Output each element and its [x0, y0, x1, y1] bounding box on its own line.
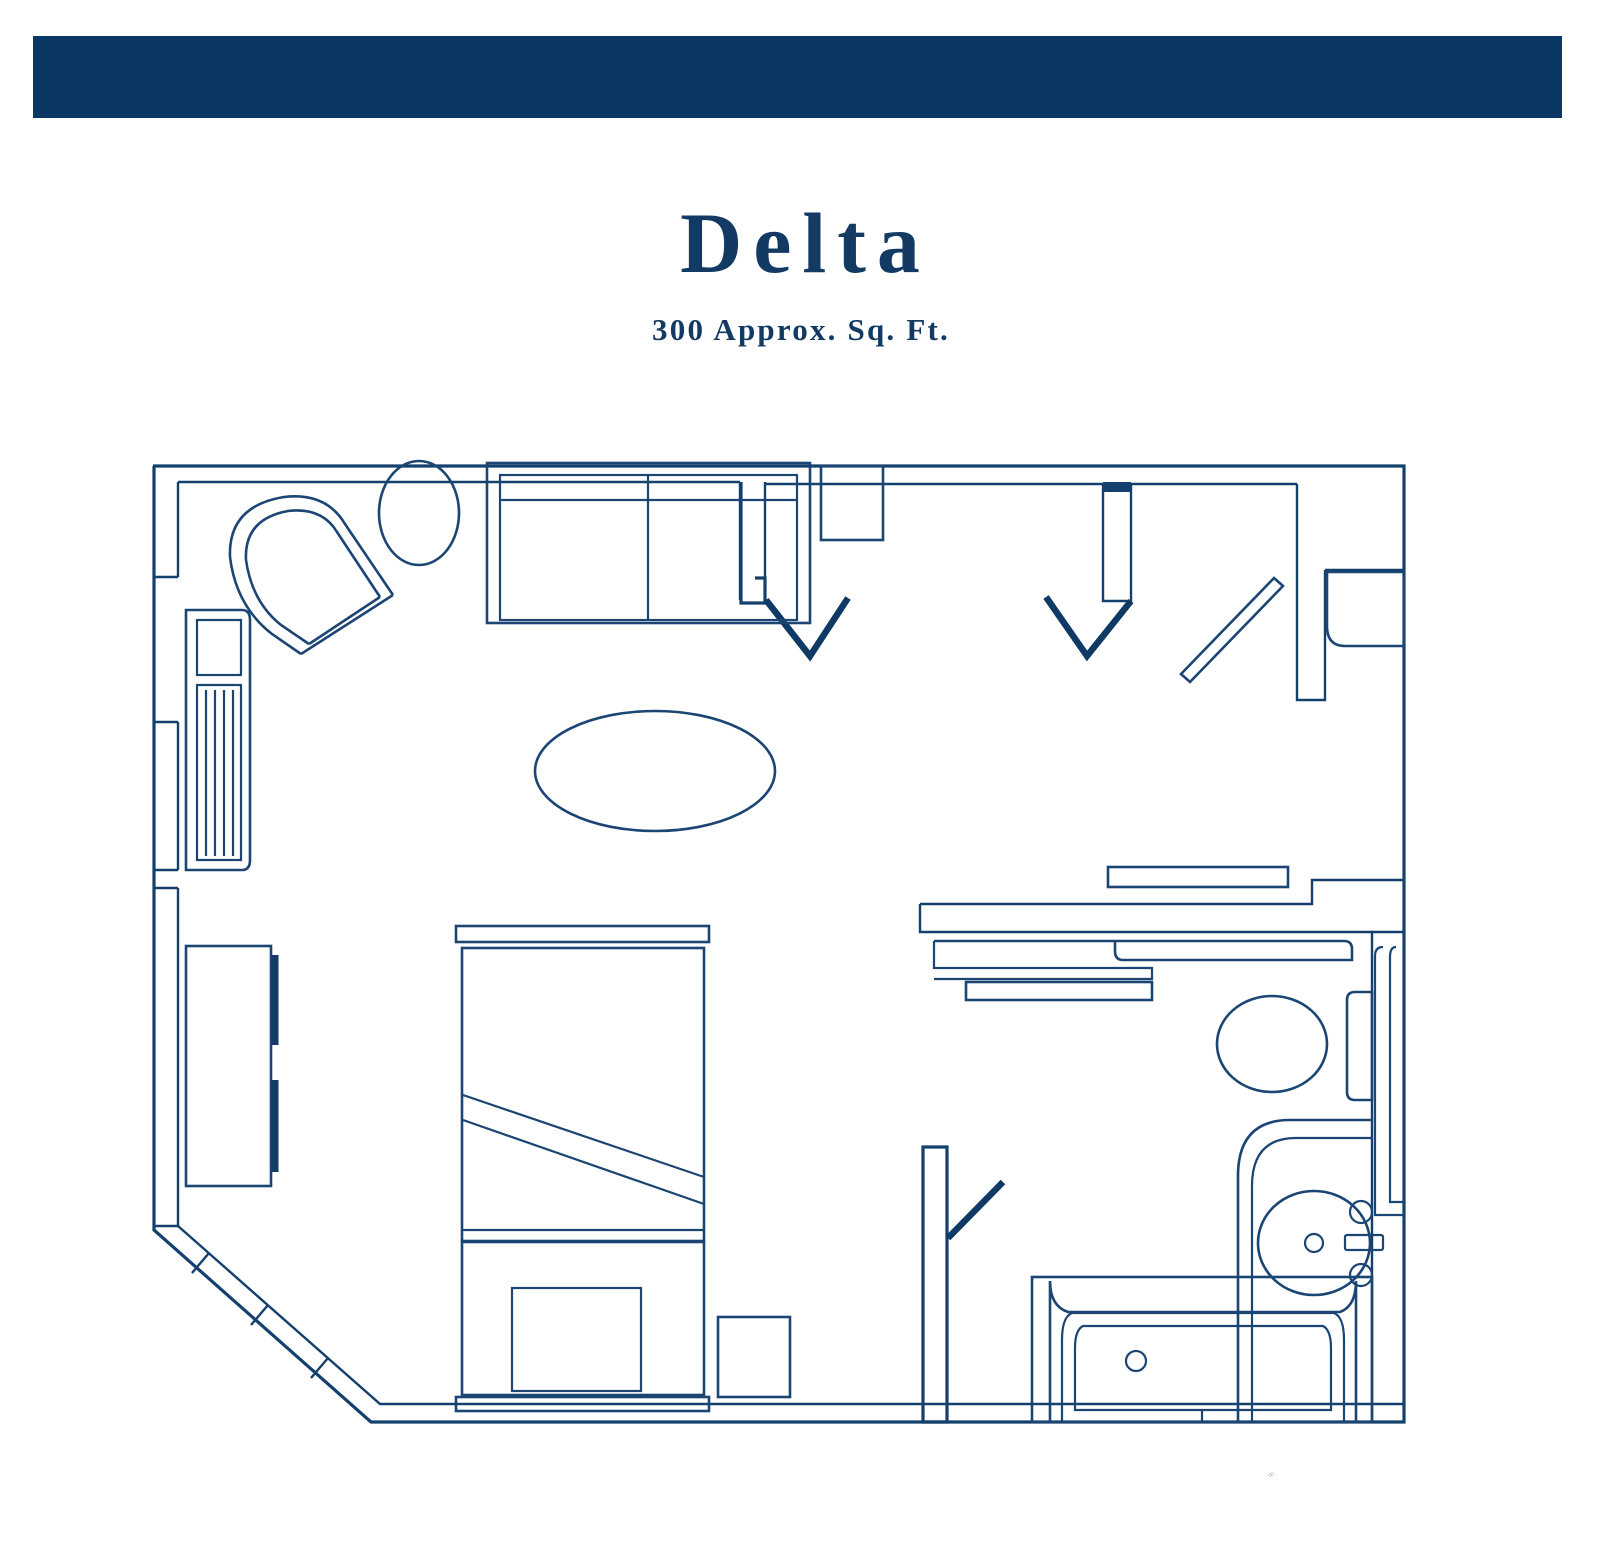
floorplan-container [0, 420, 1600, 1500]
page-subtitle: 300 Approx. Sq. Ft. [652, 312, 950, 347]
fan-coil-grille [195, 683, 243, 862]
faucet-knob-top [1348, 1199, 1374, 1225]
title-block: Delta 300 Approx. Sq. Ft. [0, 200, 1600, 348]
armchair-seat-right-inner [308, 595, 381, 646]
bathtub-surround [1030, 1275, 1374, 1424]
vanity-counter-edge [932, 941, 1154, 981]
toilet-seat [1215, 994, 1329, 1094]
bathtub-outer [1048, 1280, 1358, 1424]
bed-bench [510, 1286, 643, 1393]
bed-sheet-fold-upper [462, 1093, 705, 1179]
faucet-spout [1343, 1233, 1385, 1252]
armchair-seat-right [300, 593, 394, 656]
armchair-seat-left-inner [244, 559, 310, 646]
top-banner [33, 36, 1562, 118]
nightstand [716, 1315, 792, 1399]
towel-shelf [1106, 865, 1290, 889]
bathtub-basin [1060, 1311, 1346, 1424]
floorplan-drawing [152, 459, 1406, 1477]
wall-bathroom-partition [921, 1145, 949, 1424]
luggage-bench [1325, 570, 1406, 648]
bathtub-basin-inner [1073, 1324, 1333, 1412]
closet-bifold-door-left[interactable] [763, 596, 851, 662]
window-diagonal-c [310, 1357, 329, 1379]
wall-closet-jamb-mid [1101, 484, 1133, 603]
vanity-side-return-inner [1250, 1136, 1372, 1422]
sink-basin [1256, 1189, 1372, 1297]
vanity-front-lip [964, 980, 1154, 1002]
armchair-seat-left [228, 556, 302, 656]
fan-coil-control-panel [195, 618, 243, 677]
bathroom-inner-divider [1373, 945, 1404, 1217]
bathroom-inner-divider-2 [1388, 945, 1404, 1204]
wall-entrydoor-jamb [1295, 570, 1327, 702]
bed-footing [460, 1240, 706, 1397]
closet-jamb-block [1103, 482, 1131, 492]
square-side-table [819, 464, 885, 542]
closet-bifold-door-right[interactable] [1043, 595, 1134, 662]
round-side-table [377, 459, 461, 567]
bed-foot-rail [454, 1395, 711, 1413]
outer-wall-outline [152, 464, 1406, 1424]
sofa-frame [485, 461, 812, 625]
fan-coil-grille-slats [204, 690, 235, 856]
sink-drain [1303, 1232, 1325, 1254]
dresser-credenza [184, 944, 273, 1188]
vanity-counter [934, 939, 1354, 962]
window-left-mid [154, 868, 178, 890]
armchair-inner [244, 509, 382, 598]
vanity-side-return [1236, 1118, 1372, 1422]
entry-door[interactable] [1179, 576, 1285, 684]
bed-sheet-fold-lower [462, 1118, 705, 1206]
window-diagonal-b [250, 1304, 269, 1326]
oval-coffee-table [533, 709, 777, 833]
faucet-knob-bottom [1348, 1262, 1374, 1288]
wall-bathroom-top-outer [920, 878, 1404, 906]
wall-bathroom-top-inner [918, 904, 1374, 1422]
bed-mattress [460, 946, 706, 1243]
fan-coil-unit [184, 608, 252, 872]
tub-drain [1124, 1349, 1148, 1373]
armchair-outer [228, 495, 395, 596]
toilet-tank [1345, 990, 1374, 1102]
bed-headboard [454, 924, 711, 944]
window-left-upper [154, 575, 178, 724]
page-title: Delta [680, 195, 931, 291]
bathroom-door[interactable] [945, 1179, 1006, 1241]
window-diagonal-a [191, 1252, 210, 1274]
